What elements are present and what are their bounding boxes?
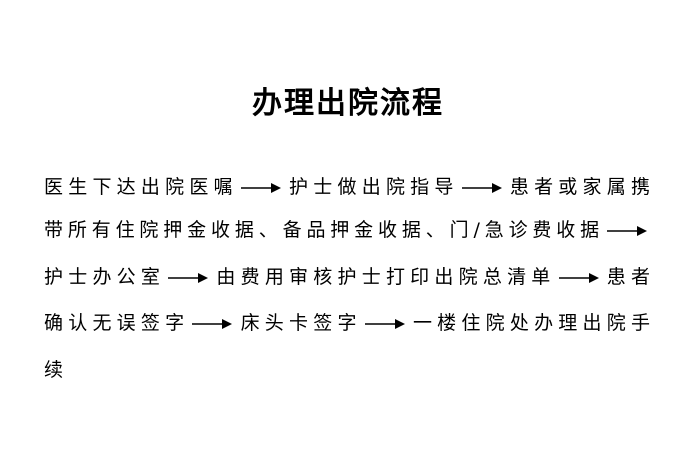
step-text: 续 [44,359,64,381]
step-text: 床头卡签字 [235,312,362,334]
right-arrow-icon [168,272,209,284]
step-text: 护士办公室 [44,266,166,288]
right-arrow-icon [192,318,233,330]
flow-line-1: 医生下达出院医嘱 护士做出院指导 患者或家属携 [44,175,650,199]
step-text: 护士做出院指导 [283,176,459,198]
step-text: 带所有住院押金收据、备品押金收据、门/急诊费收据 [44,219,604,241]
page-title: 办理出院流程 [252,86,444,121]
right-arrow-icon [240,182,281,194]
right-arrow-icon [364,318,405,330]
step-text: 患者或家属携 [504,176,650,198]
flow-line-2: 带所有住院押金收据、备品押金收据、门/急诊费收据 [44,218,650,242]
flow-line-5: 续 [44,358,650,382]
step-text: 确认无误签字 [44,312,190,334]
flow-line-3: 护士办公室 由费用审核护士打印出院总清单 患者 [44,265,650,289]
step-text: 由费用审核护士打印出院总清单 [211,266,556,288]
step-text: 一楼住院处办理出院手 [407,312,650,334]
step-text: 患者 [601,266,650,288]
right-arrow-icon [558,272,599,284]
right-arrow-icon [607,225,647,237]
flow-line-4: 确认无误签字 床头卡签字 一楼住院处办理出院手 [44,311,650,335]
right-arrow-icon [461,182,502,194]
step-text: 医生下达出院医嘱 [44,176,238,198]
